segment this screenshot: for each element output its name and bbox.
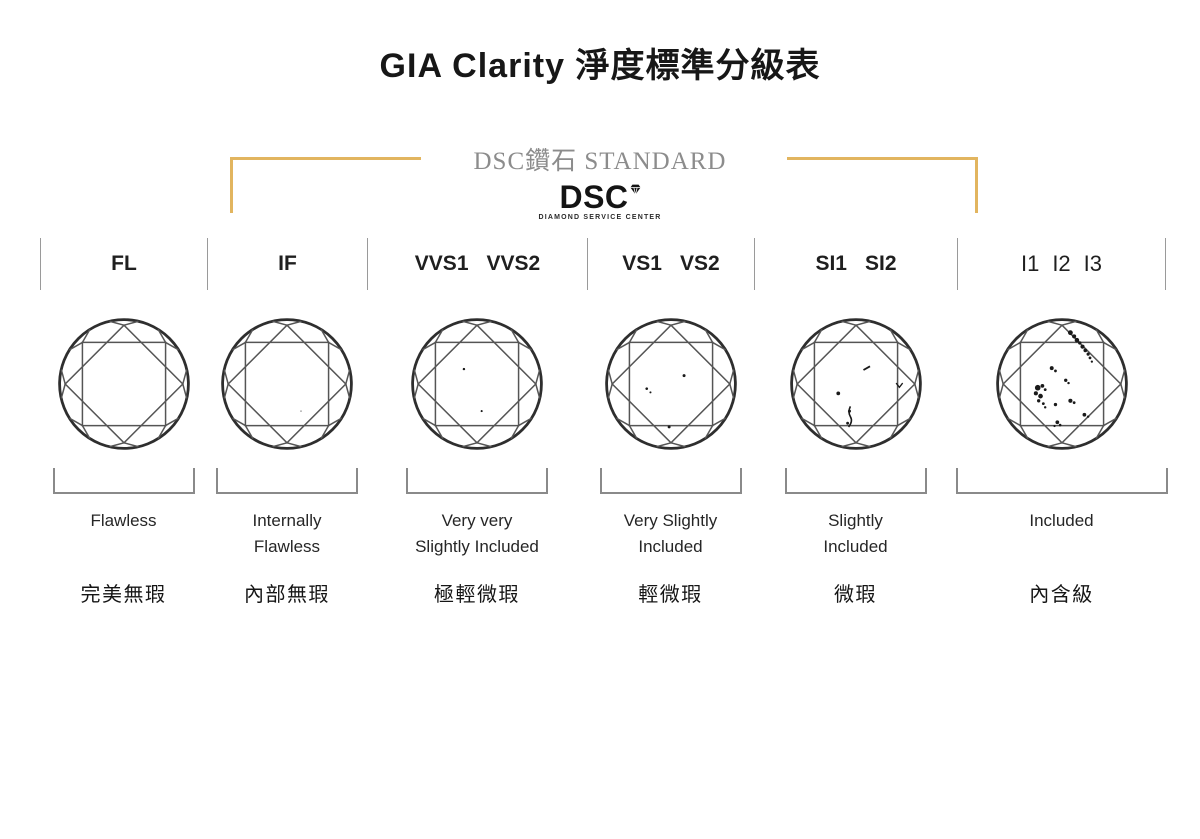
diamond-clarity-diagram	[789, 318, 922, 450]
grade-name-chinese: 輕微瑕	[638, 584, 703, 606]
grade-name-english: Internally Flawless	[252, 511, 322, 557]
grade-columns: FL Flawless 完美無瑕 IF Internally Flawless …	[40, 238, 1168, 607]
dsc-logo: DSC DIAMOND SERVICE CENTER	[0, 181, 1200, 221]
dsc-bracket-right	[787, 157, 978, 213]
range-bracket	[216, 468, 358, 494]
grade-name-english: Flawless	[90, 511, 157, 530]
diamond-gem-icon	[629, 184, 641, 195]
grade-code: FL	[111, 252, 137, 275]
grade-name-chinese: 微瑕	[834, 584, 877, 606]
grade-codes: VS1 VS2	[587, 238, 754, 290]
dsc-logo-subtext: DIAMOND SERVICE CENTER	[538, 214, 662, 221]
range-bracket	[52, 468, 195, 494]
range-bracket	[955, 468, 1168, 494]
grade-code: VVS1	[414, 252, 469, 275]
grade-name-chinese: 極輕微瑕	[434, 584, 520, 606]
dsc-bracket-left	[230, 157, 421, 213]
grade-name-english: Very Slightly Included	[623, 511, 718, 557]
grade-code: I1	[1020, 251, 1040, 276]
grade-code: VVS2	[486, 252, 541, 275]
grade-codes: I1 I2 I3	[957, 238, 1166, 290]
grade-code: IF	[278, 252, 297, 275]
grade-code: VS2	[680, 252, 720, 275]
grade-name-english: Very very Slightly Included	[415, 511, 539, 557]
grade-codes: IF	[207, 238, 367, 290]
diamond-clarity-diagram	[604, 318, 737, 450]
diamond-clarity-diagram	[995, 318, 1128, 450]
grade-name-english: Slightly Included	[823, 511, 888, 557]
diamond-clarity-diagram	[221, 318, 353, 450]
grade-code: I3	[1083, 251, 1103, 276]
grade-name-chinese: 內部無瑕	[244, 584, 330, 606]
grade-column: VS1 VS2 Very Slightly Included 輕微瑕	[587, 238, 754, 607]
diamond-clarity-diagram	[411, 318, 543, 450]
grade-codes: VVS1 VVS2	[367, 238, 587, 290]
range-bracket	[406, 468, 548, 494]
dsc-logo-text: DSC	[559, 179, 629, 215]
dsc-standard-label: DSC鑽石 STANDARD	[473, 148, 727, 175]
range-bracket	[784, 468, 927, 494]
grade-column: VVS1 VVS2 Very very Slightly Included 極輕微…	[367, 238, 587, 607]
grade-column: SI1 SI2 Slightly Included 微瑕	[754, 238, 957, 607]
range-bracket	[599, 468, 742, 494]
page-title: GIA Clarity 淨度標準分級表	[379, 47, 821, 85]
grade-code: SI2	[865, 252, 897, 275]
grade-column: I1 I2 I3 Included 內含級	[955, 238, 1168, 607]
grade-code: I2	[1052, 251, 1071, 276]
grade-column: FL Flawless 完美無瑕	[40, 238, 207, 607]
grade-codes: FL	[40, 238, 207, 290]
grade-name-english: Included	[1029, 511, 1094, 530]
grade-code: SI1	[815, 252, 847, 275]
grade-codes: SI1 SI2	[754, 238, 957, 290]
grade-code: VS1	[622, 252, 662, 275]
grade-name-chinese: 完美無瑕	[80, 584, 167, 606]
diamond-clarity-diagram	[57, 318, 190, 450]
grade-column: IF Internally Flawless 內部無瑕	[207, 238, 367, 607]
grade-name-chinese: 內含級	[1029, 584, 1094, 606]
